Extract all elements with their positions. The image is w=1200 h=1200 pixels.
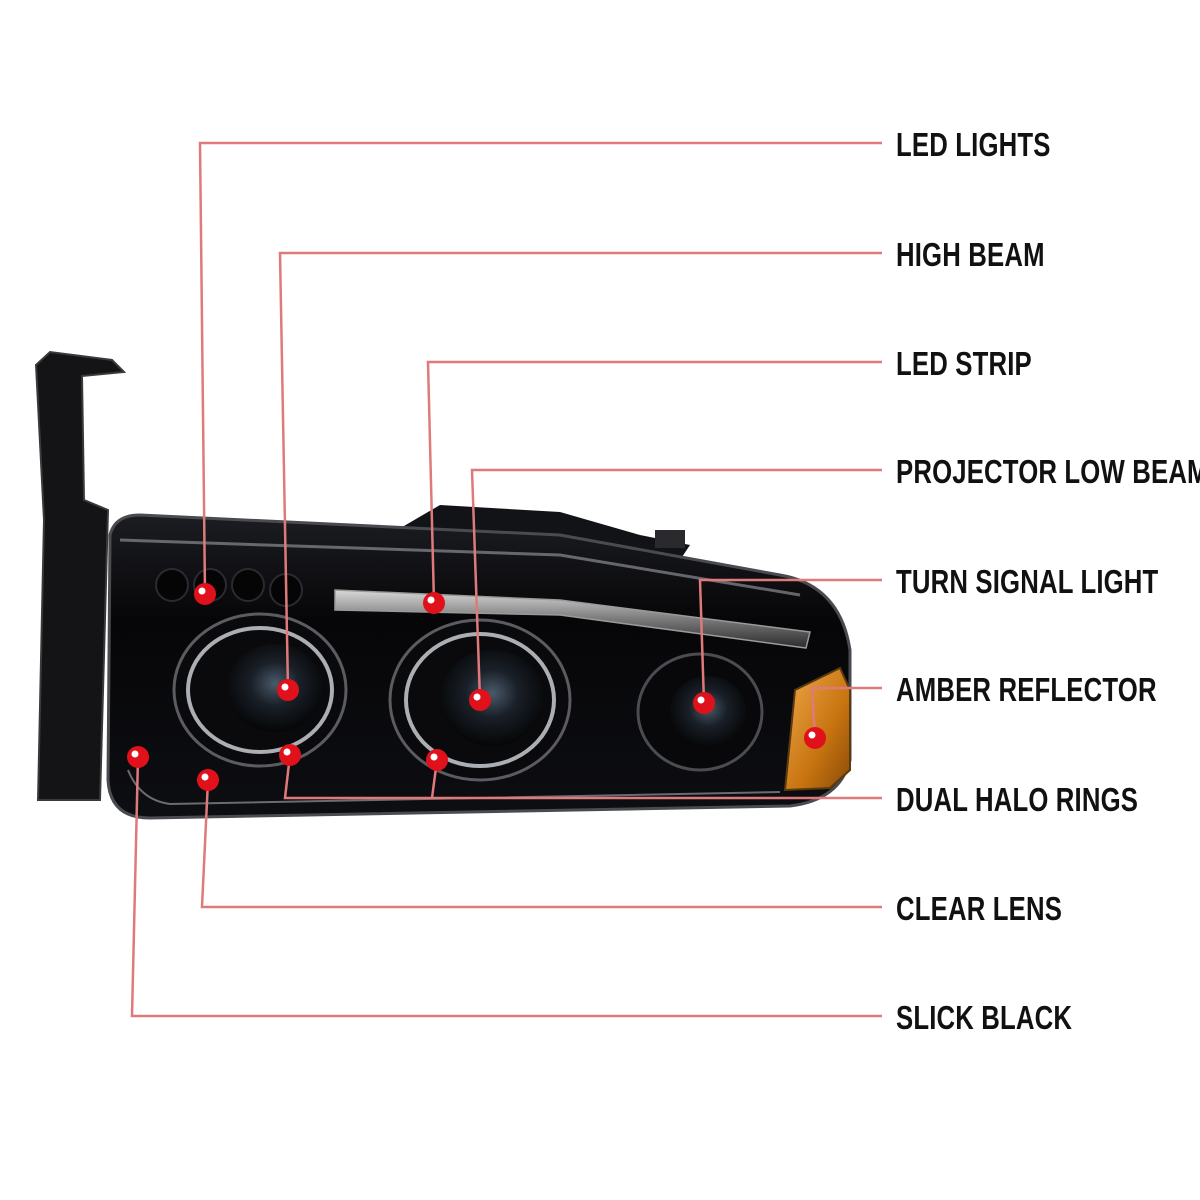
marker-projector-low-beam: [469, 689, 491, 711]
marker-turn-signal: [693, 692, 715, 714]
label-dual-halo-rings: DUAL HALO RINGS: [896, 781, 1139, 818]
marker-high-beam: [277, 679, 299, 701]
leader-line-amber-reflector: [810, 686, 882, 739]
high-beam-projector: [172, 612, 348, 768]
label-led-lights: LED LIGHTS: [896, 126, 1051, 163]
label-amber-reflector: AMBER REFLECTOR: [896, 671, 1157, 708]
label-projector-low-beam: PROJECTOR LOW BEAM: [896, 453, 1200, 490]
callout-markers: [127, 583, 826, 791]
marker-dual-halo-rings: [279, 744, 301, 766]
label-slick-black: SLICK BLACK: [896, 999, 1073, 1036]
marker-led-strip: [423, 592, 445, 614]
leader-line-clear-lens: [200, 779, 882, 909]
leader-line-high-beam: [278, 251, 882, 691]
leader-line-led-strip: [426, 360, 882, 604]
marker-led-lights: [194, 583, 216, 605]
marker-clear-lens: [197, 769, 219, 791]
leader-lines: [130, 141, 882, 1018]
leader-line-dual-halo-rings: [283, 754, 882, 800]
leader-line-led-lights: [198, 141, 882, 595]
leader-line-projector-low-beam: [470, 468, 882, 701]
label-turn-signal-light: TURN SIGNAL LIGHT: [896, 563, 1159, 600]
leader-line-slick-black: [130, 756, 882, 1018]
marker-slick-black: [127, 746, 149, 768]
label-clear-lens: CLEAR LENS: [896, 890, 1063, 927]
label-led-strip: LED STRIP: [896, 345, 1032, 382]
marker-amber-reflector: [804, 727, 826, 749]
led-strip-bar: [334, 589, 811, 649]
leader-line-turn-signal: [698, 578, 882, 704]
mounting-bracket: [34, 350, 127, 801]
marker-dual-halo-rings-2: [426, 749, 448, 771]
label-high-beam: HIGH BEAM: [896, 236, 1045, 273]
